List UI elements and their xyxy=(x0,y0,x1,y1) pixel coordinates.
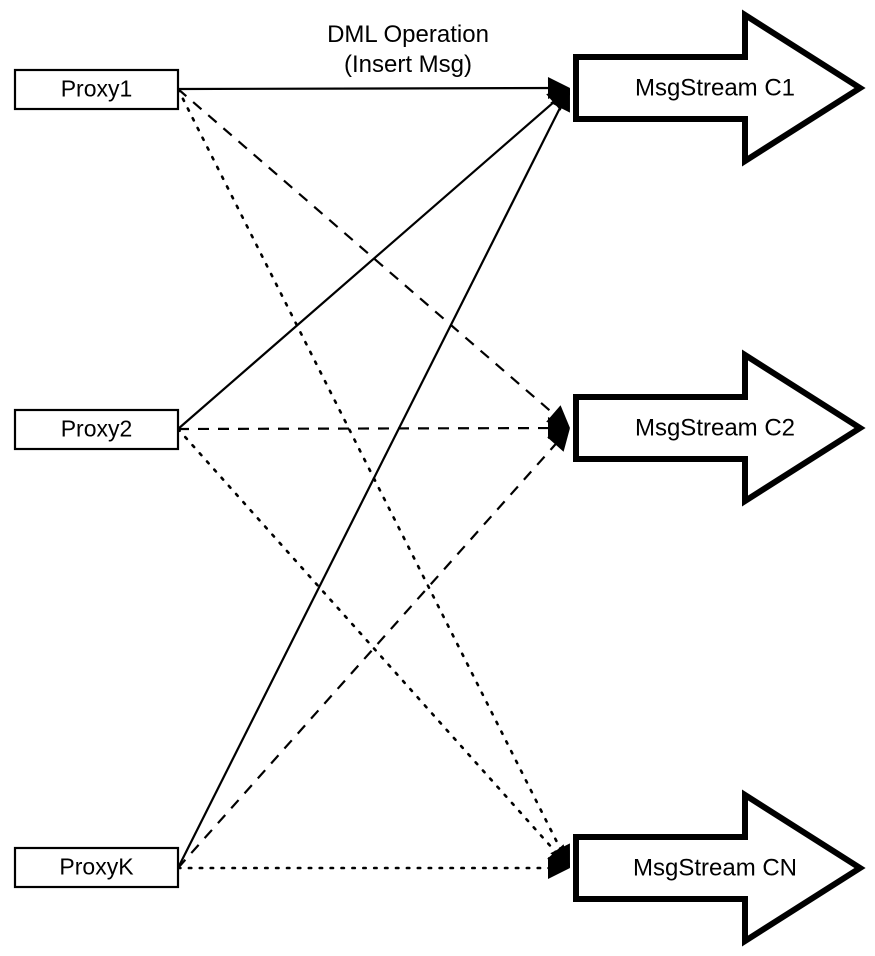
dml-operation-caption-line2: (Insert Msg) xyxy=(344,51,472,78)
msgstream-nodes-layer: MsgStream C1 MsgStream C2 MsgStream CN xyxy=(573,9,866,947)
proxy-node-proxy1[interactable]: Proxy1 xyxy=(13,68,180,111)
msgstream-node-stream_c1[interactable]: MsgStream C1 xyxy=(573,9,866,167)
proxy-label-proxyK: ProxyK xyxy=(59,854,134,880)
proxy-box-proxy2[interactable] xyxy=(13,408,180,451)
proxy-label-proxy2: Proxy2 xyxy=(61,416,133,442)
arrowhead-proxy2-to-stream_cn xyxy=(547,844,570,868)
edge-proxyK-to-stream_c1 xyxy=(177,98,566,869)
msgstream-arrow-shape-stream_cn[interactable] xyxy=(573,789,866,947)
arrowhead-proxyK-to-stream_c1 xyxy=(550,88,570,113)
edge-proxy1-to-stream_cn xyxy=(176,87,566,859)
arrowheads-layer xyxy=(546,77,570,879)
edge-proxy1-to-stream_c2 xyxy=(177,88,562,421)
proxy-node-proxyK[interactable]: ProxyK xyxy=(13,846,180,889)
edge-proxy2-to-stream_cn xyxy=(176,427,564,861)
msgstream-label-stream_cn: MsgStream CN xyxy=(633,854,797,881)
edge-proxy2-to-stream_c1 xyxy=(177,95,562,430)
msgstream-node-stream_c2[interactable]: MsgStream C2 xyxy=(573,349,866,507)
edge-proxy2-to-stream_c2 xyxy=(177,426,558,431)
proxy-box-proxyK[interactable] xyxy=(13,846,180,889)
msgstream-arrow-shape-stream_c1[interactable] xyxy=(573,9,866,167)
arrowhead-proxyK-to-stream_cn xyxy=(548,857,570,879)
proxy-label-proxy1: Proxy1 xyxy=(61,76,133,102)
arrowhead-proxy2-to-stream_c2 xyxy=(547,417,570,440)
edge-proxy1-to-stream_c1 xyxy=(177,86,558,91)
proxy-box-proxy1[interactable] xyxy=(13,68,180,111)
caption-layer: DML Operation (Insert Msg) xyxy=(327,21,489,78)
proxy-node-proxy2[interactable]: Proxy2 xyxy=(13,408,180,451)
msgstream-node-stream_cn[interactable]: MsgStream CN xyxy=(573,789,866,947)
msgstream-arrow-shape-stream_c2[interactable] xyxy=(573,349,866,507)
dml-operation-caption-line1: DML Operation xyxy=(327,21,489,48)
arrowhead-proxyK-to-stream_c2 xyxy=(547,428,570,452)
edges-layer xyxy=(176,86,566,870)
edge-proxyK-to-stream_c2 xyxy=(177,436,563,869)
msgstream-label-stream_c2: MsgStream C2 xyxy=(635,414,795,441)
msgstream-label-stream_c1: MsgStream C1 xyxy=(635,74,795,101)
